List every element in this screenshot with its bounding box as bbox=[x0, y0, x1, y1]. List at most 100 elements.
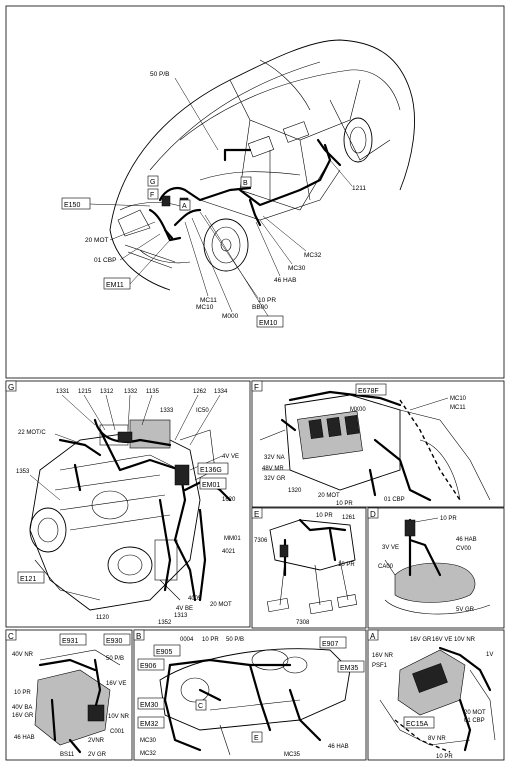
label-5vgr: 5V GR bbox=[456, 607, 475, 613]
label-48vmr: 48V MR bbox=[262, 466, 284, 472]
label-mc35: MC35 bbox=[284, 752, 301, 758]
label-10pr-d: 10 PR bbox=[440, 516, 457, 522]
label-50pb-main: 50 P/B bbox=[150, 71, 170, 78]
label-1262: 1262 bbox=[193, 389, 207, 395]
panel-f-frame bbox=[251, 380, 505, 508]
label-10pr-b: 10 PR bbox=[202, 637, 219, 643]
label-em32: EM32 bbox=[140, 721, 158, 728]
panel-e-frame bbox=[251, 507, 367, 629]
panel-f-wires bbox=[280, 390, 461, 502]
label-7308: 7308 bbox=[296, 620, 310, 626]
label-bb00: BB00 bbox=[252, 304, 268, 311]
label-e930: E930 bbox=[106, 638, 122, 645]
label-c-b: C bbox=[198, 703, 203, 710]
label-22motc: 22 MOT/C bbox=[18, 430, 46, 436]
label-01cbp-f: 01 CBP bbox=[384, 497, 405, 503]
label-e136g: E136G bbox=[200, 467, 222, 474]
label-8vnr: 8V NR bbox=[428, 736, 446, 742]
label-mx00: MX00 bbox=[350, 407, 366, 413]
panel-f-letter: F bbox=[254, 383, 259, 392]
label-20mot-main: 20 MOT bbox=[85, 237, 109, 244]
panel-g-letter: G bbox=[8, 383, 14, 392]
label-16vve-c: 16V VE bbox=[106, 681, 126, 687]
label-46hab-main: 46 HAB bbox=[274, 277, 296, 284]
label-b-main: B bbox=[243, 180, 248, 187]
label-em30: EM30 bbox=[140, 702, 158, 709]
label-e907: E907 bbox=[322, 641, 338, 648]
label-16vgr-c: 16V GR bbox=[12, 713, 34, 719]
label-em10: EM10 bbox=[259, 320, 277, 327]
label-m000: M000 bbox=[222, 313, 239, 320]
label-e678f: E678F bbox=[358, 388, 379, 395]
label-mc30-main: MC30 bbox=[288, 265, 306, 272]
car-body-illustration bbox=[109, 39, 415, 291]
panel-a-wires bbox=[394, 646, 492, 753]
panel-d-wires bbox=[404, 518, 442, 577]
label-10vnr-a: 10V NR bbox=[454, 637, 476, 643]
panel-c-frame bbox=[5, 629, 133, 761]
panel-e: E 10 PR 1261 7306 10 PR 7308 bbox=[251, 507, 367, 629]
label-2vgr: 2V GR bbox=[88, 752, 107, 758]
label-1620: 1620 bbox=[222, 497, 236, 503]
panel-e-labels: 10 PR 1261 7306 10 PR 7308 bbox=[254, 513, 356, 626]
label-0004: 0004 bbox=[180, 637, 194, 643]
panel-d-illustration bbox=[384, 559, 491, 615]
panel-b-wires bbox=[163, 658, 322, 752]
panel-a-illustration bbox=[379, 649, 496, 746]
panel-a: A 16V GR 16V VE 10V NR 16V NR 1V PSF1 EC… bbox=[367, 629, 505, 761]
label-mc32-b: MC32 bbox=[140, 751, 157, 757]
label-e-b: E bbox=[254, 735, 259, 742]
label-1312: 1312 bbox=[100, 389, 114, 395]
label-f-main: F bbox=[150, 192, 154, 199]
label-1353: 1353 bbox=[16, 469, 30, 475]
label-16vnr: 16V NR bbox=[372, 653, 394, 659]
panel-g: G bbox=[5, 380, 251, 628]
label-01cbp-a: 01 CBP bbox=[464, 718, 485, 724]
panel-e-letter: E bbox=[254, 510, 259, 519]
panel-b-letter: B bbox=[136, 632, 141, 641]
panel-f: F E678F MX00 MC10 MC11 32V NA bbox=[251, 380, 505, 508]
label-46hab-d: 46 HAB bbox=[456, 537, 477, 543]
main-harness-wires bbox=[148, 138, 342, 242]
panel-c-labels: E931 E930 40V NR 50 P/B 16V VE 10 PR 40V… bbox=[12, 633, 131, 758]
label-c001: C001 bbox=[110, 729, 125, 735]
label-g-main: G bbox=[150, 179, 155, 186]
panel-a-frame bbox=[367, 629, 505, 761]
label-10pr-e: 10 PR bbox=[316, 513, 333, 519]
label-mc11-main: MC11 bbox=[200, 297, 217, 304]
label-10pr-c: 10 PR bbox=[14, 690, 31, 696]
label-10pr-f: 10 PR bbox=[336, 501, 353, 507]
label-e905: E905 bbox=[156, 649, 172, 656]
label-e150: E150 bbox=[64, 202, 80, 209]
label-em01: EM01 bbox=[202, 482, 220, 489]
label-mc30-b: MC30 bbox=[140, 738, 157, 744]
label-mc10-f: MC10 bbox=[450, 396, 467, 402]
label-1352: 1352 bbox=[158, 620, 172, 626]
label-em35: EM35 bbox=[340, 665, 358, 672]
engine-harness-wires bbox=[58, 418, 232, 602]
panel-g-labels: 1331 1215 1312 1332 1135 1262 1334 1333 … bbox=[16, 389, 241, 626]
label-50pb-c: 50 P/B bbox=[106, 656, 124, 662]
panel-main: 50 P/B G F B A E150 20 MOT 01 CBP EM11 M… bbox=[5, 5, 505, 379]
label-ic50: IC50 bbox=[196, 408, 209, 414]
label-1313: 1313 bbox=[174, 613, 188, 619]
label-4vbe: 4V BE bbox=[176, 606, 193, 612]
label-20mot-g: 20 MOT bbox=[210, 602, 232, 608]
label-mm01: MM01 bbox=[224, 536, 241, 542]
label-1135: 1135 bbox=[146, 389, 160, 395]
panel-d-frame bbox=[367, 507, 505, 629]
label-e906: E906 bbox=[140, 663, 156, 670]
panel-e-wires bbox=[279, 518, 347, 577]
label-1331: 1331 bbox=[56, 389, 70, 395]
label-10pr-e2: 10 PR bbox=[338, 562, 355, 568]
label-16vgr-a: 16V GR bbox=[410, 637, 432, 643]
label-1215: 1215 bbox=[78, 389, 92, 395]
label-32vgr: 32V GR bbox=[264, 476, 286, 482]
label-1211: 1211 bbox=[352, 185, 366, 192]
label-e121: E121 bbox=[20, 576, 36, 583]
label-ca00: CA00 bbox=[378, 564, 394, 570]
label-40vba: 40V BA bbox=[12, 705, 32, 711]
label-4021: 4021 bbox=[222, 549, 236, 555]
label-1332: 1332 bbox=[124, 389, 138, 395]
